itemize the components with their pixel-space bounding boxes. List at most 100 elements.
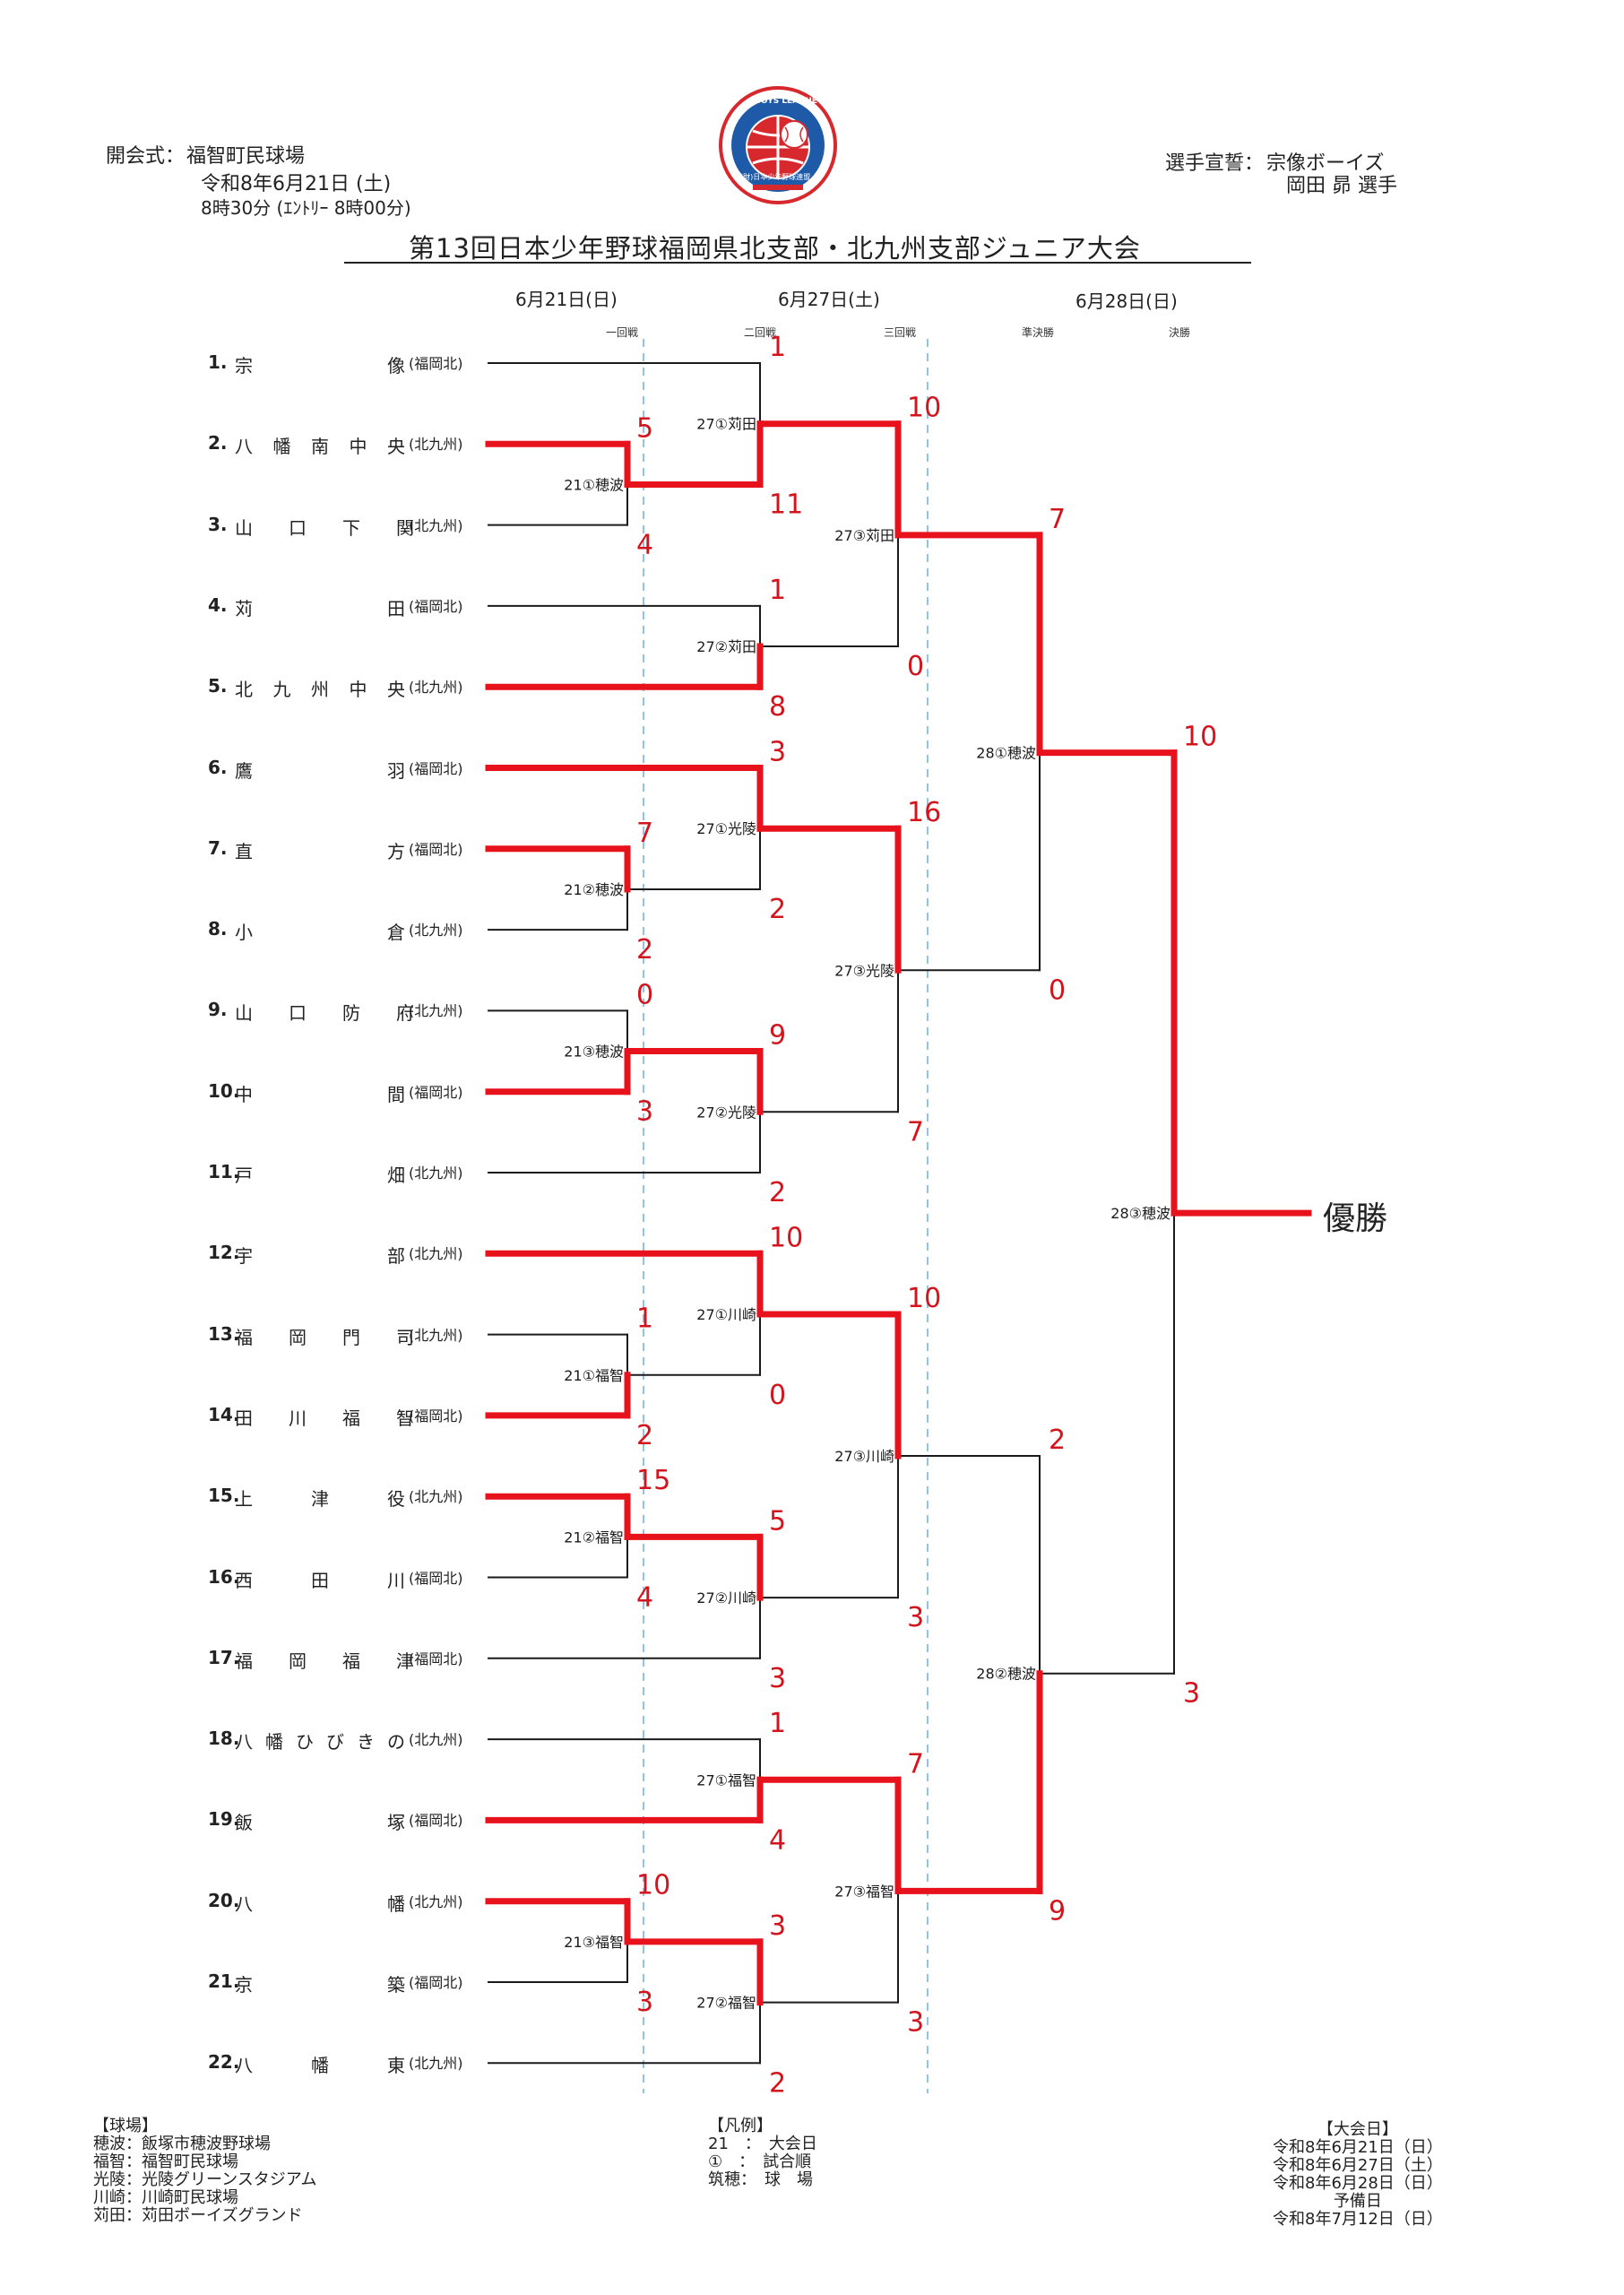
team-number: 10. [208,1079,240,1102]
team-name: 福 岡 福 津 [235,1650,414,1672]
date-round2-3: 6月27日(土) [778,289,880,310]
match-label: 27②苅田 [696,638,756,655]
match-label: 21①穂波 [564,476,624,493]
match-label: 27②福智 [696,1995,756,2012]
oath-label: 選手宣誓： [1165,152,1265,175]
team-name: 北 九 州 中 央 [235,679,405,701]
team-number: 9. [208,999,228,1021]
team-region: (北九州) [409,436,463,454]
team-region: (福岡北) [409,1812,463,1830]
score-mark: 10 [907,393,941,424]
match-label: 27③福智 [834,1883,894,1900]
notation-item: 筑穂： 球 場 [708,2170,813,2189]
team-number: 21. [208,1970,240,1992]
schedule-item: 予備日 [1333,2192,1382,2211]
match-label: 28②穂波 [976,1666,1036,1683]
round-label-semi: 準決勝 [1022,326,1055,339]
score-mark: 0 [1049,974,1066,1006]
score-mark: 2 [769,1177,786,1208]
team-number: 14. [208,1403,240,1425]
score-mark: 10 [636,1870,670,1901]
team-region: (福岡北) [409,1569,463,1587]
score-mark: 2 [636,1420,653,1451]
opening-time: 8時30分 (ｴﾝﾄﾘｰ 8時00分) [201,197,411,219]
score-mark: 3 [907,1602,924,1633]
team-region: (北九州) [409,516,463,534]
match-label: 21①福智 [564,1367,624,1384]
match-label: 28①穂波 [976,745,1036,762]
team-number: 5. [208,675,228,697]
notation-item: 21 ： 大会日 [708,2135,817,2153]
team-number: 11. [208,1161,240,1182]
team-region: (北九州) [409,1326,463,1344]
team-region: (福岡北) [409,840,463,858]
notation-legend-heading: 【凡例】 [708,2117,773,2135]
venue-item: 光陵：光陵グリーンスタジアム [93,2170,317,2189]
team-region: (福岡北) [409,1407,463,1425]
team-name: 直 方 [235,840,405,862]
score-mark: 3 [1183,1678,1200,1710]
team-name: 八 幡 ひ び き の [235,1731,405,1754]
score-mark: 9 [1049,1895,1066,1927]
match-label: 27②光陵 [696,1104,756,1121]
notation-item: ① ： 試合順 [708,2152,812,2171]
score-mark: 3 [907,2007,924,2039]
score-mark: 8 [769,691,786,723]
team-number: 16. [208,1565,240,1588]
team-name: 八 幡 [235,1892,405,1915]
score-mark: 1 [769,575,786,606]
team-number: 12. [208,1242,240,1264]
round-label-2: 二回戦 [744,326,777,339]
venue-item: 川崎：川崎町民球場 [93,2188,238,2207]
opening-venue: 福智町民球場 [186,145,306,168]
venue-legend: 【球場】 穂波：飯塚市穂波野球場 福智：福智町民球場 光陵：光陵グリーンスタジア… [93,2117,316,2225]
score-mark: 3 [769,1910,786,1942]
team-number: 2. [208,432,228,455]
team-number: 15. [208,1485,240,1507]
score-mark: 2 [769,894,786,925]
venue-legend-heading: 【球場】 [93,2117,158,2135]
date-semi-final: 6月28日(日) [1075,290,1178,312]
team-region: (福岡北) [409,597,463,615]
match-label: 27①苅田 [696,416,756,433]
notation-legend: 【凡例】 21 ： 大会日 ① ： 試合順 筑穂： 球 場 [708,2117,817,2189]
venue-item: 福智：福智町民球場 [93,2152,238,2171]
match-label: 27③光陵 [834,962,894,979]
team-number: 6. [208,756,228,778]
round-label-3: 三回戦 [884,326,917,339]
match-label: 27③川崎 [834,1448,894,1465]
team-name: 宗 像 [235,355,405,377]
team-number: 3. [208,513,228,535]
score-mark: 3 [636,1096,653,1128]
score-mark: 11 [769,489,803,520]
team-name: 宇 部 [235,1245,405,1268]
opening-date: 令和8年6月21日 (土) [201,173,392,195]
team-region: (福岡北) [409,1974,463,1991]
score-mark: 4 [769,1824,786,1856]
team-number: 17. [208,1646,240,1668]
score-mark: 9 [769,1020,786,1052]
team-region: (福岡北) [409,355,463,372]
score-mark: 2 [769,2067,786,2099]
logo-top-text: BOYS LEAGUE [755,97,818,106]
match-label: 21③穂波 [564,1044,624,1061]
round-label-1: 一回戦 [606,326,639,339]
score-mark: 7 [636,818,653,849]
score-mark: 0 [907,651,924,682]
team-name: 八 幡 東 [235,2055,405,2077]
team-number: 13. [208,1322,240,1345]
team-number: 19. [208,1808,240,1831]
score-mark: 10 [769,1222,803,1253]
team-number: 4. [208,593,228,616]
match-label: 28③穂波 [1110,1205,1170,1222]
team-number: 22. [208,2051,240,2074]
oath-team: 宗像ボーイズ [1266,152,1385,175]
team-number: 1. [208,351,228,373]
score-mark: 1 [769,1708,786,1739]
champion-label: 優勝 [1323,1200,1388,1237]
schedule-item: 令和8年6月21日（日） [1273,2138,1443,2157]
team-name: 上 津 役 [235,1488,405,1511]
team-region: (北九州) [409,679,463,697]
team-region: (北九州) [409,1165,463,1182]
match-label: 27②川崎 [696,1589,756,1606]
